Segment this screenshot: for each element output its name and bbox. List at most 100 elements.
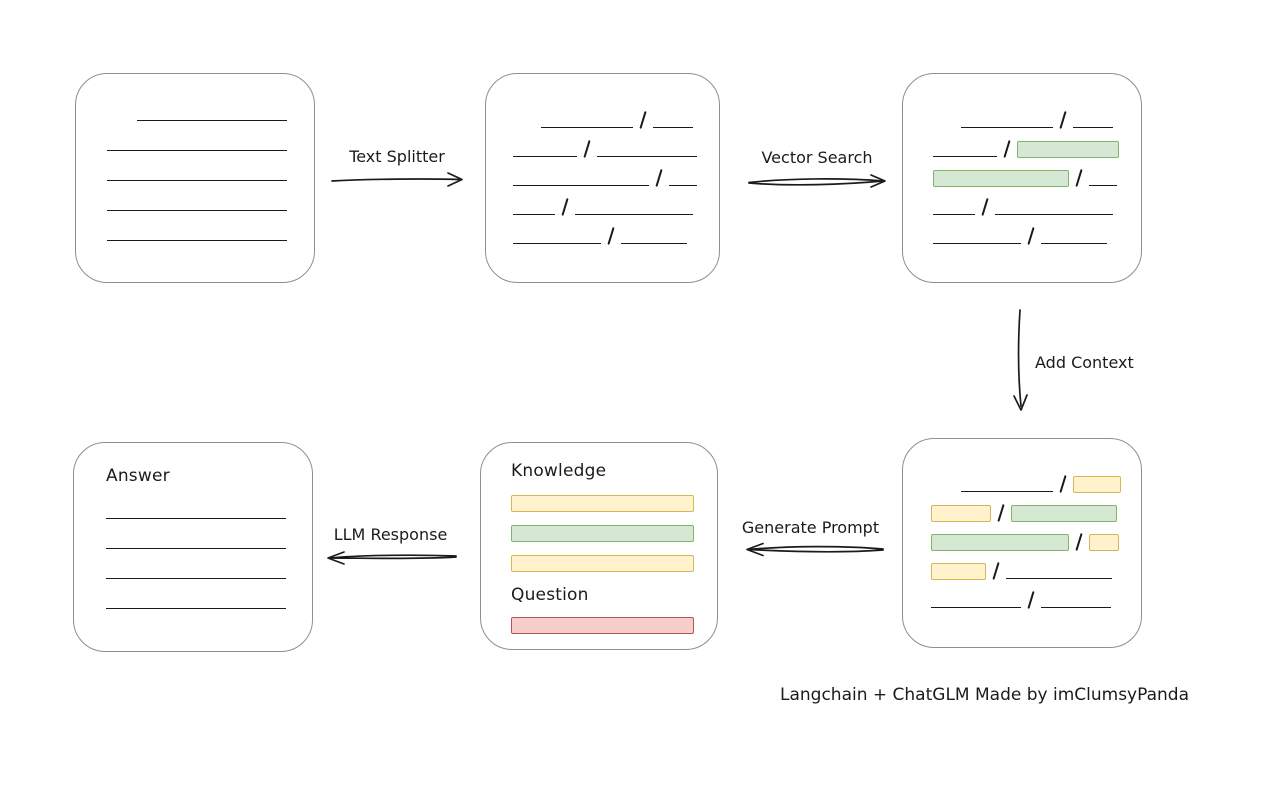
text-line bbox=[513, 156, 577, 157]
chunk-row bbox=[931, 580, 1141, 609]
chunk-row bbox=[931, 493, 1141, 522]
matched-chunk-green bbox=[1017, 141, 1120, 158]
text-line bbox=[653, 127, 694, 128]
chunk-row bbox=[933, 100, 1141, 129]
chunk-row bbox=[513, 216, 719, 245]
text-line bbox=[137, 120, 287, 121]
vector-match-rows bbox=[903, 74, 1141, 245]
add-context-label: Add Context bbox=[1035, 353, 1134, 372]
chunk-row bbox=[931, 551, 1141, 580]
vector-search-arrow-icon bbox=[748, 174, 886, 188]
slash-separator-icon bbox=[583, 140, 591, 158]
chunk-row bbox=[933, 129, 1141, 158]
text-line bbox=[513, 214, 555, 215]
llm-response-label: LLM Response bbox=[333, 525, 448, 544]
slash-separator-icon bbox=[981, 198, 989, 216]
context-chunk-yellow bbox=[931, 505, 991, 522]
slash-separator-icon bbox=[1027, 227, 1035, 245]
vector-matches-box bbox=[902, 73, 1142, 283]
text-line bbox=[107, 180, 287, 181]
slash-separator-icon bbox=[1059, 111, 1067, 129]
text-line bbox=[1006, 578, 1113, 579]
chunk-row bbox=[933, 216, 1141, 245]
text-line bbox=[933, 214, 975, 215]
slash-separator-icon bbox=[655, 169, 663, 187]
matched-chunk-green bbox=[1011, 505, 1118, 522]
document-lines bbox=[76, 74, 314, 242]
text-line bbox=[575, 214, 694, 215]
text-line bbox=[541, 127, 633, 128]
text-splitter-arrow-icon bbox=[331, 172, 463, 187]
matched-chunk-green bbox=[931, 534, 1069, 551]
chunk-row bbox=[107, 182, 314, 212]
slash-separator-icon bbox=[607, 227, 615, 245]
slash-separator-icon bbox=[1027, 591, 1035, 609]
chunk-row bbox=[106, 580, 312, 610]
text-splitter-label: Text Splitter bbox=[349, 147, 445, 166]
knowledge-label: Knowledge bbox=[511, 461, 607, 481]
text-line bbox=[107, 240, 287, 241]
text-line bbox=[513, 185, 649, 186]
text-line bbox=[931, 607, 1021, 608]
credit-text: Langchain + ChatGLM Made by imClumsyPand… bbox=[780, 685, 1189, 705]
context-chunk-yellow bbox=[931, 563, 986, 580]
chunk-row bbox=[106, 550, 312, 580]
text-line bbox=[669, 185, 698, 186]
chunk-row bbox=[107, 152, 314, 182]
knowledge-chunk-bar bbox=[511, 555, 694, 572]
chunk-row bbox=[106, 520, 312, 550]
text-line bbox=[933, 243, 1021, 244]
slash-separator-icon bbox=[1059, 475, 1067, 493]
llm-response-arrow-icon bbox=[327, 551, 457, 565]
vector-search-label: Vector Search bbox=[761, 148, 873, 167]
question-bar bbox=[511, 617, 694, 634]
text-line bbox=[933, 156, 997, 157]
add-context-arrow-icon bbox=[1013, 309, 1028, 411]
text-line bbox=[107, 150, 287, 151]
text-line bbox=[961, 127, 1053, 128]
context-rows bbox=[903, 439, 1141, 609]
slash-separator-icon bbox=[1075, 533, 1083, 551]
prompt-box: Knowledge Question bbox=[480, 442, 718, 650]
knowledge-bars bbox=[511, 495, 717, 572]
context-chunk-yellow bbox=[1073, 476, 1122, 493]
knowledge-chunk-bar bbox=[511, 525, 694, 542]
text-line bbox=[1089, 185, 1118, 186]
generate-prompt-label: Generate Prompt bbox=[741, 518, 880, 537]
text-line bbox=[1041, 243, 1108, 244]
text-line bbox=[1041, 607, 1112, 608]
text-line bbox=[621, 243, 688, 244]
slash-separator-icon bbox=[997, 504, 1005, 522]
split-chunks-box bbox=[485, 73, 720, 283]
knowledge-chunk-bar bbox=[511, 495, 694, 512]
chunk-row bbox=[513, 100, 719, 129]
text-line bbox=[1073, 127, 1114, 128]
text-line bbox=[106, 578, 286, 579]
generate-prompt-arrow-icon bbox=[746, 542, 884, 557]
chunk-row bbox=[931, 522, 1141, 551]
text-line bbox=[597, 156, 698, 157]
matched-chunk-green bbox=[933, 170, 1069, 187]
chunk-row bbox=[933, 187, 1141, 216]
question-bars bbox=[511, 617, 717, 634]
context-chunk-yellow bbox=[1089, 534, 1120, 551]
chunk-row bbox=[931, 464, 1141, 493]
answer-box: Answer bbox=[73, 442, 313, 652]
chunk-row bbox=[107, 212, 314, 242]
text-line bbox=[107, 210, 287, 211]
text-line bbox=[961, 491, 1053, 492]
text-line bbox=[106, 548, 286, 549]
slash-separator-icon bbox=[639, 111, 647, 129]
chunk-row bbox=[513, 129, 719, 158]
chunk-row bbox=[107, 122, 314, 152]
context-box bbox=[902, 438, 1142, 648]
document-box bbox=[75, 73, 315, 283]
text-line bbox=[995, 214, 1114, 215]
text-line bbox=[106, 518, 286, 519]
slash-separator-icon bbox=[1003, 140, 1011, 158]
slash-separator-icon bbox=[1075, 169, 1083, 187]
chunk-row bbox=[106, 490, 312, 520]
chunk-row bbox=[513, 187, 719, 216]
chunk-row bbox=[933, 158, 1141, 187]
